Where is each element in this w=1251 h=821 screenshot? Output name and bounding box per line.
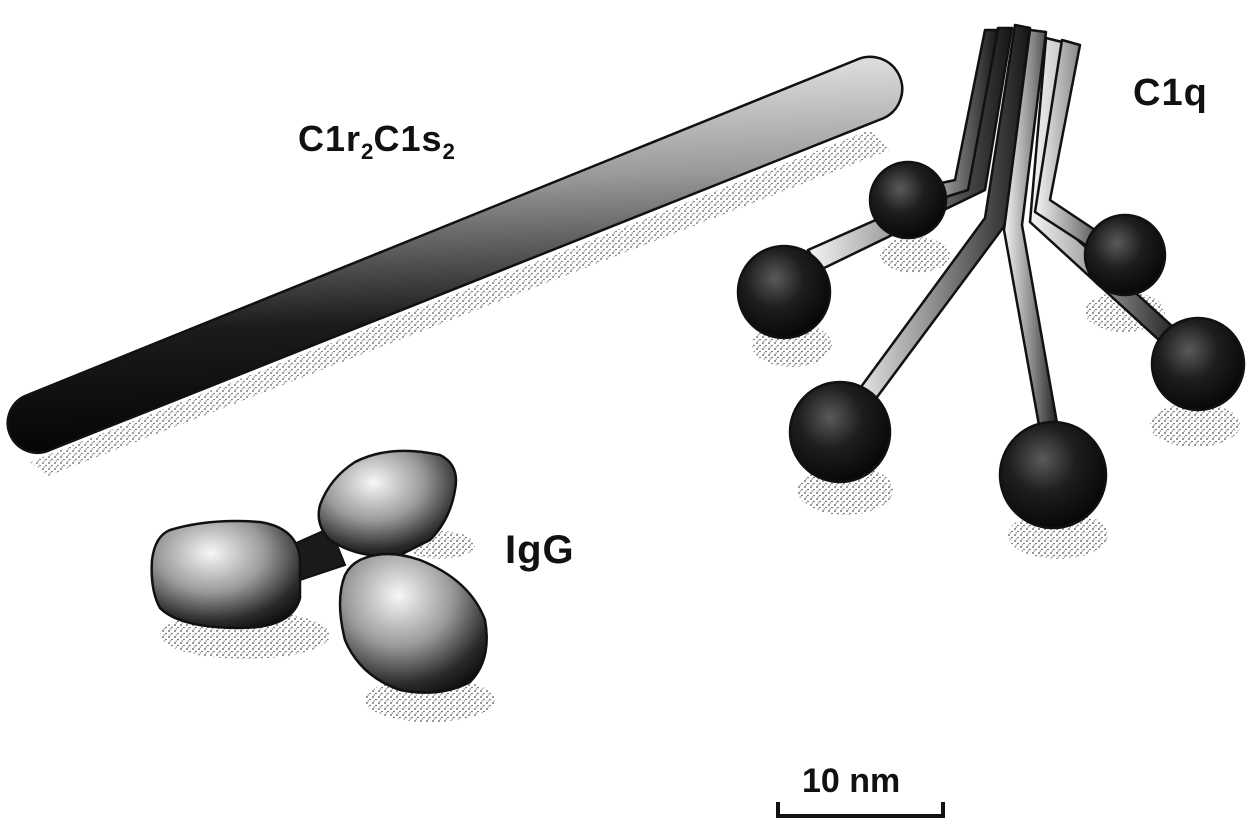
c1r2c1s2-label: C1r2C1s2	[298, 118, 455, 165]
c1q-head-6	[1000, 422, 1106, 528]
c1q-head-5	[790, 382, 890, 482]
igg-fab-left	[152, 521, 300, 628]
c1r2c1s2-label-sub1: 2	[361, 139, 373, 164]
c1q-head-4	[1152, 318, 1244, 410]
c1q-label: C1q	[1133, 72, 1208, 115]
scale-bar-line	[778, 802, 943, 816]
scale-bar	[778, 802, 943, 816]
igg-molecule	[152, 451, 495, 722]
c1q-head-3	[738, 246, 830, 338]
igg-label: IgG	[505, 528, 575, 573]
c1r2c1s2-label-part1: C1r	[298, 118, 361, 159]
c1q-head-2	[1085, 215, 1165, 295]
scale-bar-label: 10 nm	[802, 762, 900, 801]
igg-fc	[340, 554, 487, 693]
c1r2c1s2-label-part2: C1s	[373, 118, 442, 159]
c1q-head-1	[870, 162, 946, 238]
c1r2c1s2-label-sub2: 2	[443, 139, 455, 164]
